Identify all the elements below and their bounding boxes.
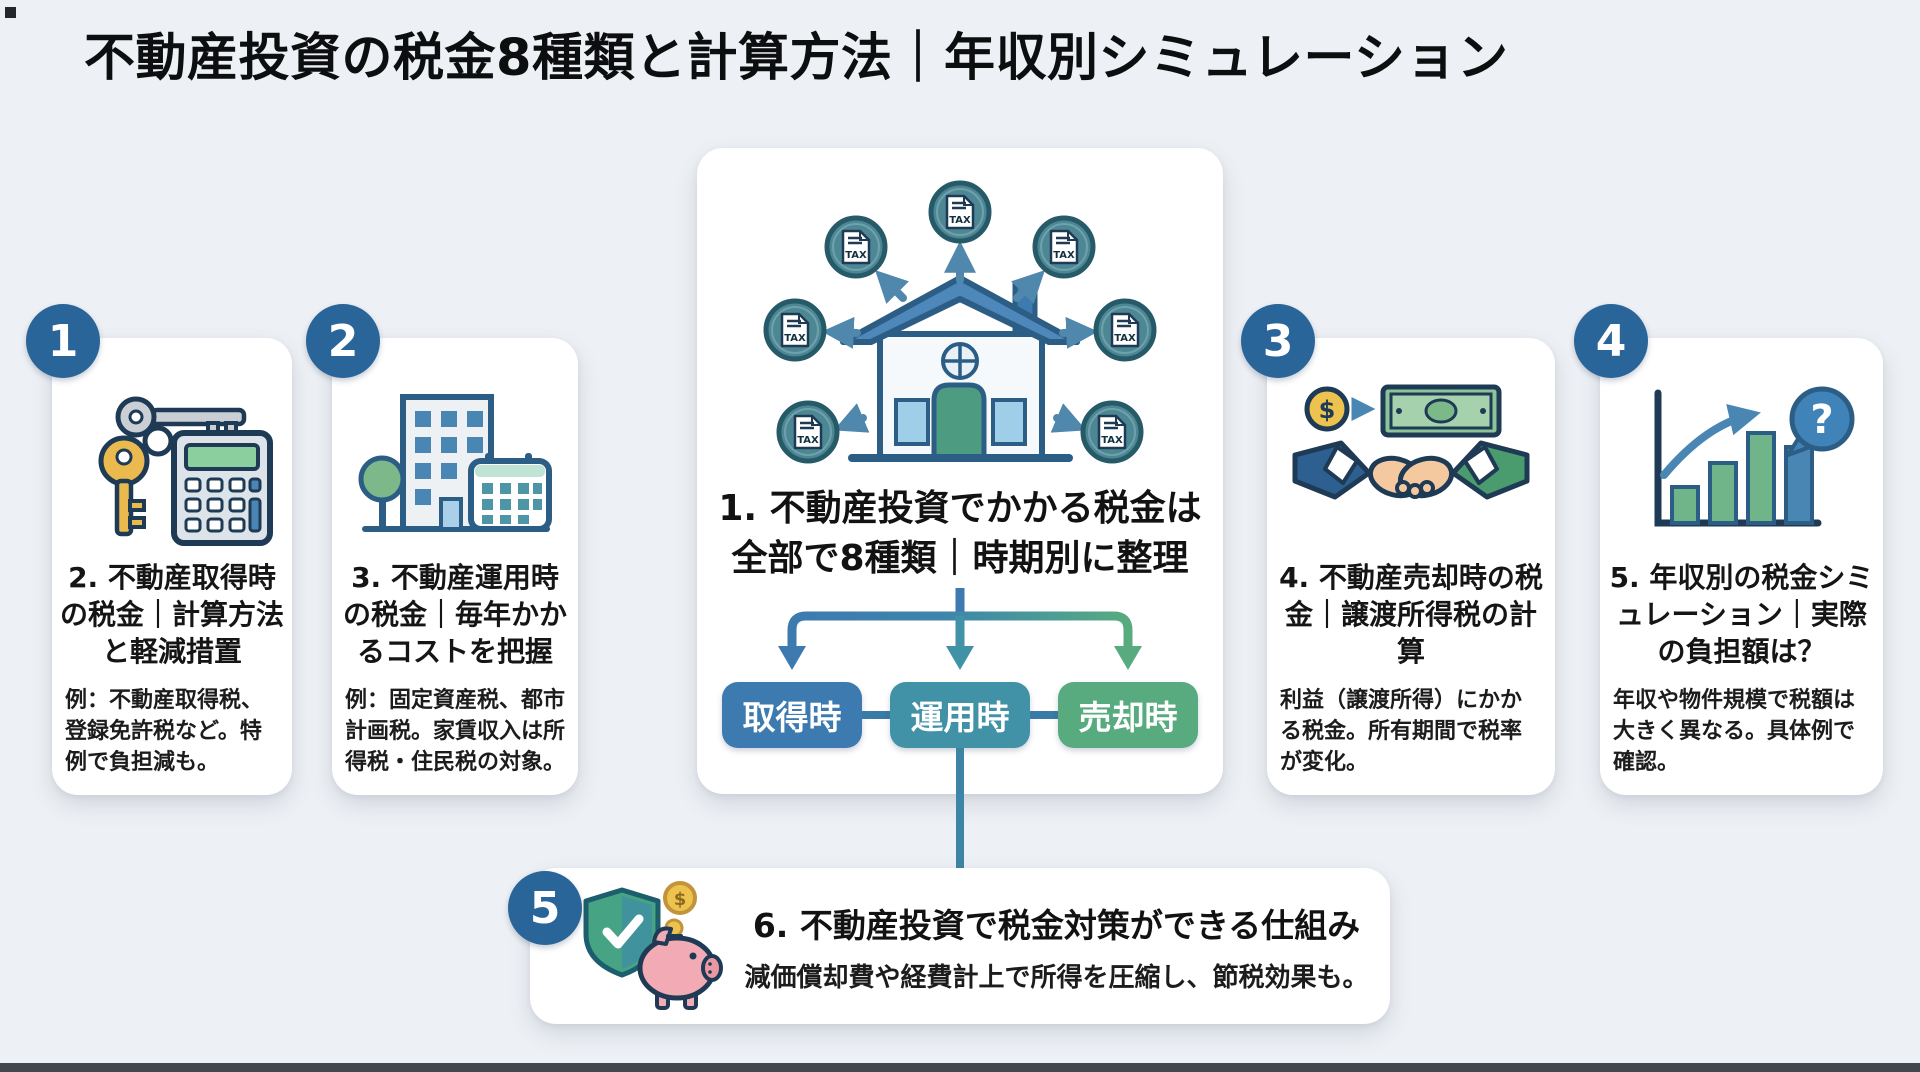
tax-document-icon: TAX [1083,403,1141,461]
tax-document-icon: TAX [766,301,824,359]
card-example: 利益（譲渡所得）にかかる税金。所有期間で税率が変化。 [1280,687,1523,776]
tax-document-icon: TAX [827,218,885,276]
tax-label: TAX [845,250,867,261]
bottom-edge-strip [0,1063,1920,1072]
center-heading-line2: 全部で8種類｜時期別に整理 [731,537,1189,579]
step-number: 5 [529,882,561,934]
handshake-money-icon: $ [1292,384,1530,500]
bar-chart-question-icon: ? [1654,386,1854,527]
step-number-badge: 2 [306,304,380,378]
card-heading: 4. 不動産売却時の税金｜譲渡所得税の計算 [1279,561,1543,668]
flow-branch-arrows [778,588,1142,670]
question-mark: ? [1810,397,1833,443]
tax-label: TAX [797,435,819,446]
step-number: 1 [47,315,79,367]
tax-document-icon: TAX [931,183,989,241]
card-tax-saving: 5 $ 6. 不動産投資で税金対策ができる仕組み 減価償却費や経費計上で所得を圧… [508,868,1390,1024]
step-number: 3 [1262,315,1294,367]
bottom-card-heading: 6. 不動産投資で税金対策ができる仕組み [752,905,1361,945]
center-heading-line1: 1. 不動産投資でかかる税金は [718,488,1202,529]
step-number: 2 [327,315,359,367]
center-heading: 1. 不動産投資でかかる税金は 全部で8種類｜時期別に整理 [697,484,1223,583]
tax-label: TAX [1114,333,1136,344]
tax-label: TAX [1101,435,1123,446]
building-calendar-icon [358,394,552,532]
period-button-sale: 売却時 [1058,682,1198,748]
corner-mark [5,7,16,18]
center-card-tax-overview: TAX TAX TAX TAX TAX TAX TAX 1. 不動産投資でかかる… [697,148,1223,794]
step-number-badge: 4 [1574,304,1648,378]
card-acquisition-tax: 1 [26,304,292,795]
tax-label: TAX [1053,250,1075,261]
dollar-sign: $ [1319,396,1336,424]
card-income-simulation: 4 ? 5. 年収別の税金シミュレーション｜実際の負担額は？ 年収や物 [1574,304,1883,795]
bottom-card-text: 6. 不動産投資で税金対策ができる仕組み 減価償却費や経費計上で所得を圧縮し、節… [735,868,1378,1024]
step-number-badge: 5 [508,871,582,945]
tax-label: TAX [784,333,806,344]
step-number: 4 [1595,315,1627,367]
tax-document-icon: TAX [1035,218,1093,276]
house-icon [840,275,1080,462]
step-number-badge: 1 [26,304,100,378]
card-sale-tax: 3 $ [1241,304,1555,795]
tax-document-icon: TAX [779,403,837,461]
bottom-card-subtext: 減価償却費や経費計上で所得を圧縮し、節税効果も。 [744,962,1369,993]
card-operation-tax: 2 [306,304,578,795]
card-example: 例：固定資産税、都市計画税。家賃収入は所得税・住民税の対象。 [345,687,566,776]
card-example: 年収や物件規模で税額は大きく異なる。具体例で確認。 [1613,687,1856,776]
house-tax-illustration: TAX TAX TAX TAX TAX TAX TAX [697,156,1223,476]
tax-document-icon: TAX [1096,301,1154,359]
keys-calculator-icon [98,396,273,546]
card-heading: 3. 不動産運用時の税金｜毎年かかるコストを把握 [342,561,567,668]
period-button-operation: 運用時 [890,682,1030,748]
button-connector-line [1030,711,1058,719]
tax-label: TAX [949,215,971,226]
shield-piggy-icon: $ [583,881,723,1010]
tax-arrows [821,240,1099,433]
page-title: 不動産投資の税金8種類と計算方法｜年収別シミュレーション [84,29,1509,88]
period-button-acquisition: 取得時 [722,682,862,748]
step-number-badge: 3 [1241,304,1315,378]
flow-connector-line [956,748,964,874]
card-heading: 2. 不動産取得時の税金｜計算方法と軽減措置 [59,561,284,668]
card-heading: 5. 年収別の税金シミュレーション｜実際の負担額は？ [1609,561,1874,668]
dollar-sign: $ [674,889,687,910]
card-example: 例：不動産取得税、登録免許税など。特例で負担減も。 [65,687,264,776]
button-connector-line [862,711,890,719]
